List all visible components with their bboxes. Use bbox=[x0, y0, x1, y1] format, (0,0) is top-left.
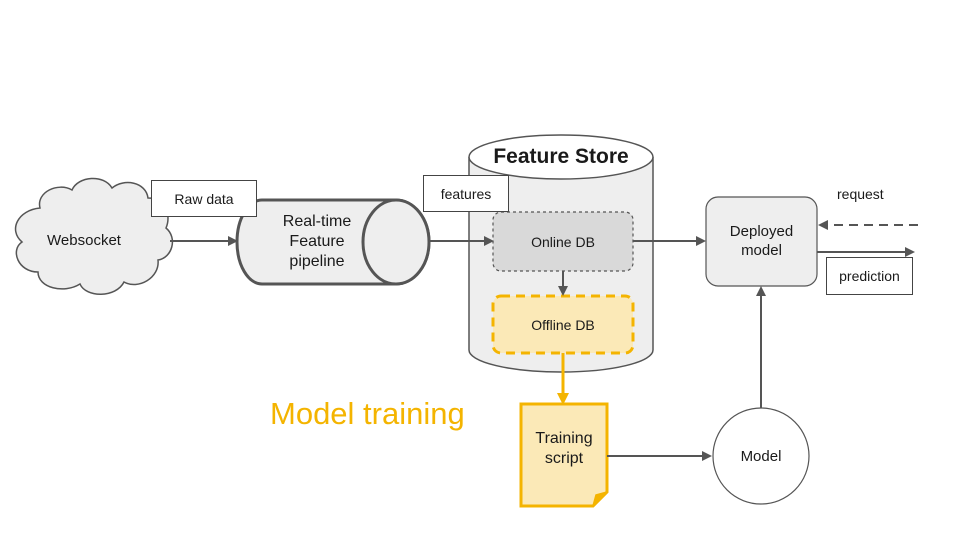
request-label: request bbox=[837, 186, 884, 202]
feature-store-title: Feature Store bbox=[493, 145, 629, 168]
websocket-cloud bbox=[14, 177, 174, 295]
model-label: Model bbox=[740, 447, 782, 465]
pipeline-cylinder bbox=[235, 198, 431, 286]
offline-db-box bbox=[491, 294, 635, 355]
prediction-label: prediction bbox=[826, 257, 913, 295]
websocket-label: Websocket bbox=[47, 231, 121, 249]
pipeline-label: Real-time Feature pipeline bbox=[282, 213, 352, 270]
offline-db-label: Offline DB bbox=[531, 316, 595, 333]
deployed-model-label: Deployed model bbox=[729, 222, 794, 259]
training-script-doc bbox=[519, 402, 609, 508]
training-script-label: Training script bbox=[535, 430, 593, 467]
section-title: Model training bbox=[270, 396, 465, 431]
features-label: features bbox=[423, 175, 509, 212]
raw-data-label: Raw data bbox=[151, 180, 257, 217]
online-db-label: Online DB bbox=[531, 233, 595, 250]
